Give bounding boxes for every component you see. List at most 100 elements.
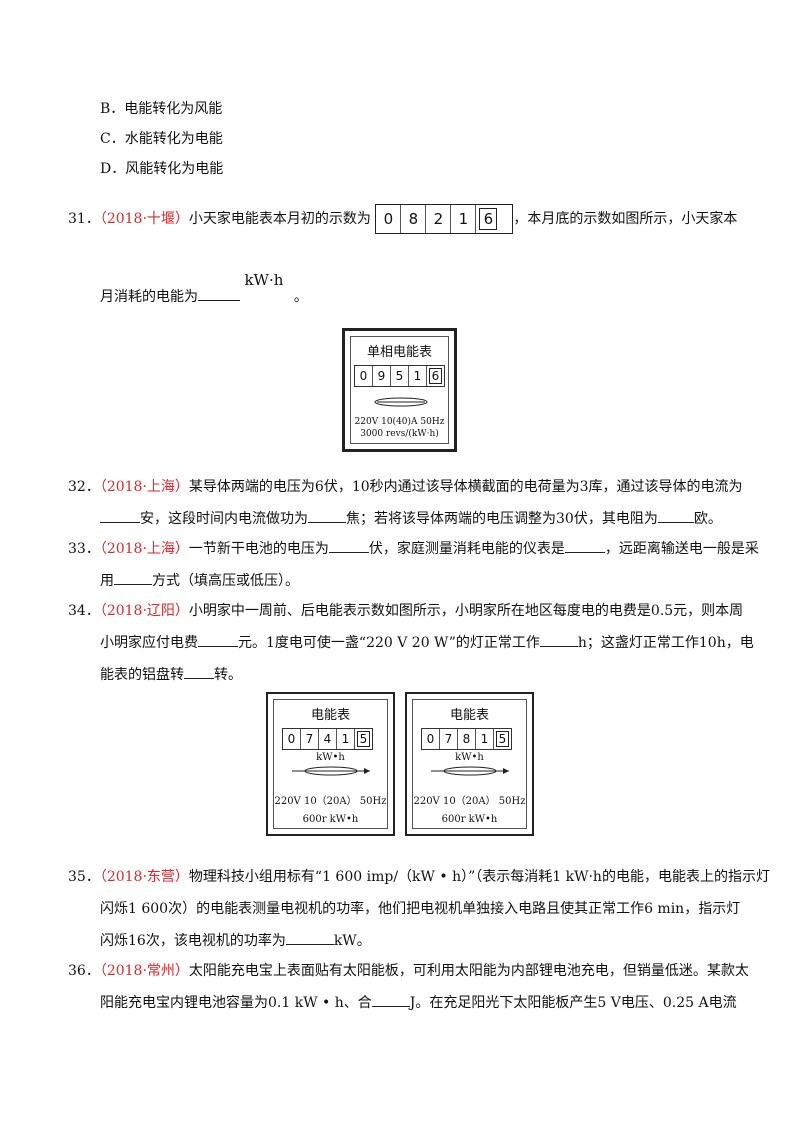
question-36: 36．（2018·常州）太阳能充电宝上表面贴有太阳能板，可利用太阳能为内部锂电池…: [68, 960, 749, 980]
question-text: 方式（填高压或低压）。: [152, 573, 299, 589]
answer-blank[interactable]: [308, 510, 346, 523]
meter-title: 电能表: [310, 708, 350, 723]
digit: 2: [426, 205, 452, 233]
answer-blank[interactable]: [198, 288, 240, 301]
answer-blank[interactable]: [198, 634, 238, 647]
question-text: 闪烁16次，该电视机的功率为: [100, 933, 286, 949]
question-text: 小明家应付电费: [100, 635, 198, 651]
meter-frame: [412, 699, 527, 829]
digit: 4: [319, 729, 337, 749]
question-text: 欧。: [693, 511, 722, 527]
question-text: 转。: [214, 667, 242, 683]
question-text: 用: [100, 573, 114, 589]
question-31-line2: 月消耗的电能为 kW·h 。: [100, 271, 308, 306]
meter-disc-icon: [431, 766, 509, 776]
meter-disc-icon: [292, 766, 370, 776]
question-text: 物理科技小组用标有“1 600 imp/（kW • h）”（表示每消耗1 kW·…: [188, 869, 770, 885]
question-33-line2: 用 方式（填高压或低压）。: [100, 570, 299, 590]
option-b: B．电能转化为风能: [100, 101, 223, 117]
meter-frame: [350, 336, 449, 444]
question-text: J。在充足阳光下太阳能板产生5 V电压、0.25 A电流: [409, 995, 737, 1011]
question-32-line2: 安，这段时间内电流做功为 焦；若将该导体两端的电压调整为30伏，其电阻为 欧。: [100, 508, 722, 528]
answer-blank[interactable]: [371, 994, 410, 1007]
question-text: 月消耗的电能为: [100, 289, 198, 305]
meter-title: 单相电能表: [366, 345, 432, 360]
answer-blank[interactable]: [657, 510, 694, 523]
question-35-line3: 闪烁16次，该电视机的功率为 kW。: [100, 930, 371, 950]
digit: 1: [451, 205, 477, 233]
question-text: ，远距离输送电一般是采: [604, 541, 759, 557]
question-text: 安，这段时间内电流做功为: [140, 511, 308, 527]
question-number: 31．: [68, 211, 100, 227]
meter-revs: 600r kW•h: [441, 814, 498, 825]
question-text: 闪烁1 600次）的电能表测量电视机的功率，他们把电视机单独接入电路且使其正常工…: [100, 901, 741, 917]
question-text: 能表的铝盘转: [100, 667, 184, 683]
unit-label: kW·h: [244, 271, 284, 289]
question-source: （2018·十堰）: [99, 211, 189, 227]
question-text: 太阳能充电宝上表面贴有太阳能板，可利用太阳能为内部锂电池充电，但销量低迷。某款太: [188, 963, 749, 979]
digit: 0: [422, 729, 440, 749]
answer-blank[interactable]: [184, 666, 214, 679]
answer-blank[interactable]: [539, 634, 578, 647]
question-text: 小明家中一周前、后电能表示数如图所示，小明家所在地区每度电的电费是0.5元，则本…: [188, 603, 744, 619]
question-source: （2018·上海）: [99, 479, 189, 495]
question-text: 焦；若将该导体两端的电压调整为30伏，其电阻为: [346, 511, 658, 527]
answer-blank[interactable]: [328, 540, 369, 553]
question-text: ，本月底的示数如图所示，小天家本: [513, 211, 738, 227]
digit: 9: [373, 366, 391, 386]
digit: 1: [337, 729, 355, 749]
question-35: 35．（2018·东营）物理科技小组用标有“1 600 imp/（kW • h）…: [68, 866, 770, 886]
question-text: 伏，家庭测量消耗电能的仪表是: [368, 541, 565, 557]
answer-blank[interactable]: [285, 932, 334, 945]
question-33: 33．（2018·上海）一节新干电池的电压为伏，家庭测量消耗电能的仪表是，远距离…: [68, 538, 759, 558]
digit: 6: [476, 205, 500, 233]
meter-spec: 220V 10（20A） 50Hz: [413, 796, 526, 807]
question-text: 阳能充电宝内锂电池容量为0.1 kW • h、合: [100, 995, 372, 1011]
question-text: h；这盏灯正常工作10h，电: [577, 635, 754, 651]
question-text: 某导体两端的电压为6伏，10秒内通过该导体横截面的电荷量为3库，通过该导体的电流…: [188, 479, 743, 495]
question-source: （2018·东营）: [99, 869, 189, 885]
digit: 7: [301, 729, 319, 749]
meter-revs: 3000 revs/(kW·h): [360, 429, 439, 439]
digit: 8: [458, 729, 476, 749]
answer-blank[interactable]: [564, 540, 605, 553]
digit: 1: [476, 729, 494, 749]
meter-spec: 220V 10（20A） 50Hz: [274, 796, 387, 807]
question-36-line2: 阳能充电宝内锂电池容量为0.1 kW • h、合 J。在充足阳光下太阳能板产生5 …: [100, 992, 737, 1012]
question-number: 32．: [68, 479, 100, 495]
question-32: 32．（2018·上海）某导体两端的电压为6伏，10秒内通过该导体横截面的电荷量…: [68, 476, 743, 496]
meter-unit: kW•h: [455, 752, 484, 763]
digit: 5: [391, 366, 409, 386]
meter-revs: 600r kW•h: [302, 814, 359, 825]
question-text: 小天家电能表本月初的示数为: [188, 211, 371, 227]
option-d: D．风能转化为电能: [100, 161, 224, 177]
digit: 7: [440, 729, 458, 749]
meter-title: 电能表: [449, 708, 489, 723]
meter-spec: 220V 10(40)A 50Hz: [354, 417, 445, 427]
question-text: 一节新干电池的电压为: [188, 541, 329, 557]
meter-frame: [273, 699, 388, 829]
answer-blank[interactable]: [100, 510, 140, 523]
question-source: （2018·常州）: [99, 963, 189, 979]
question-number: 35．: [68, 869, 100, 885]
option-c: C．水能转化为电能: [100, 131, 223, 147]
question-source: （2018·辽阳）: [99, 603, 189, 619]
digit: 0: [283, 729, 301, 749]
answer-blank[interactable]: [114, 572, 152, 585]
question-number: 36．: [68, 963, 100, 979]
question-text: kW。: [333, 933, 371, 949]
digit: 1: [409, 366, 427, 386]
digit: 6: [427, 366, 444, 386]
digit: 5: [494, 729, 511, 749]
meter-disc-icon: [374, 397, 428, 407]
question-35-line2: 闪烁1 600次）的电能表测量电视机的功率，他们把电视机单独接入电路且使其正常工…: [100, 898, 740, 918]
question-text: 元。1度电可使一盏“220 V 20 W”的灯正常工作: [238, 635, 540, 651]
